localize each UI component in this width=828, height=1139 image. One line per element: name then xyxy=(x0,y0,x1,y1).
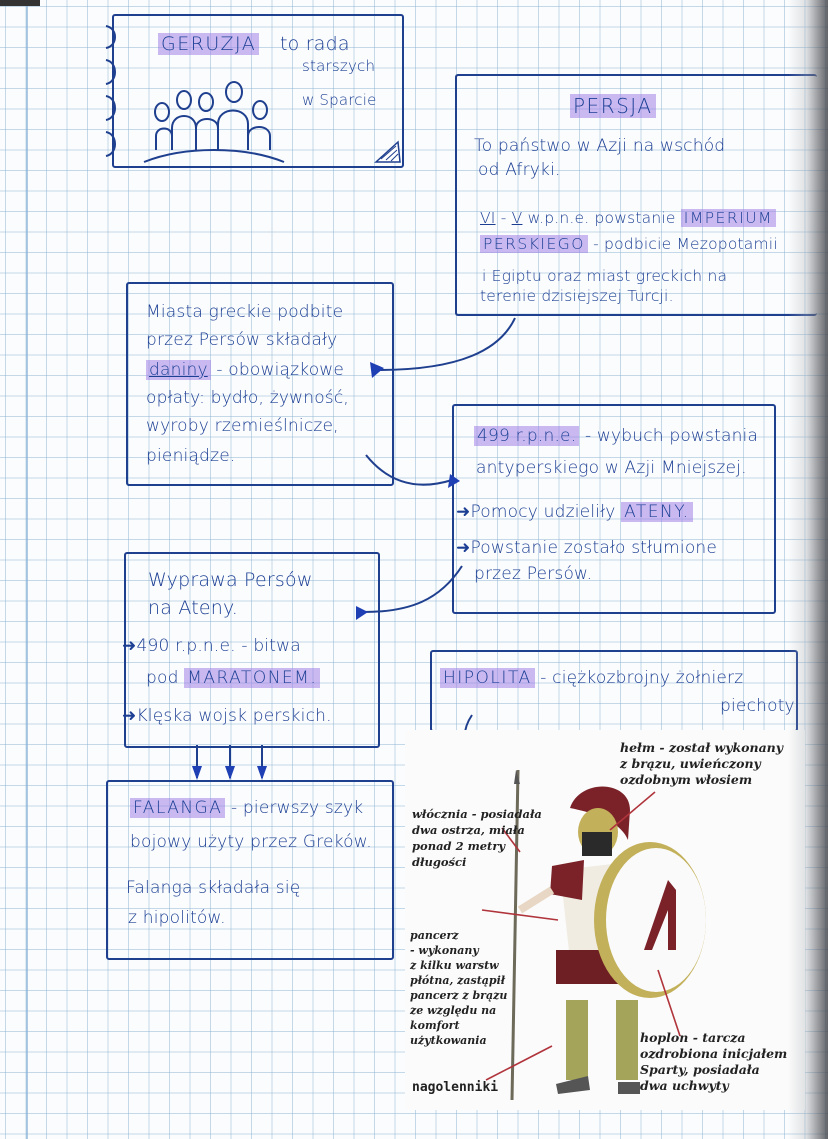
wyprawa-line-2: na Ateny. xyxy=(148,597,238,619)
miasta-line-5: wyroby rzemieślnicze, xyxy=(146,416,339,436)
geruzja-box xyxy=(105,14,404,168)
persja-line-1: To państwo w Azji na wschód xyxy=(474,136,726,156)
hoplite-figure-icon xyxy=(481,769,706,1101)
page-edge-shadow xyxy=(788,0,828,1139)
caption-hoplon: hoplon - tarcza ozdrobiona inicjałem Spa… xyxy=(640,1030,788,1093)
powstanie-line-2: antyperskiego w Azji Mniejszej. xyxy=(476,458,747,478)
falanga-line-3: Falanga składała się xyxy=(126,878,301,898)
falanga-box xyxy=(106,780,394,960)
persja-line-2: od Afryki. xyxy=(478,160,561,180)
powstanie-bullet-1: ➜Pomocy udzieliły ATENY. xyxy=(456,500,693,524)
bullet-arrow-icon: ➜ xyxy=(456,538,471,558)
powstanie-box xyxy=(452,404,776,614)
wyprawa-bullet-1-cont: pod MARATONEM. xyxy=(146,666,321,690)
miasta-line-1: Miasta greckie podbite xyxy=(146,302,344,322)
miasta-line-6: pieniądze. xyxy=(146,446,236,466)
miasta-line-2: przez Persów składały xyxy=(146,330,338,350)
notebook-margin-line xyxy=(26,0,28,1139)
caption-pancerz: pancerz - wykonany z kilku warstw płótna… xyxy=(410,929,508,1047)
geruzja-text-3: w Sparcie xyxy=(302,91,377,109)
persja-para2-line-3: i Egiptu oraz miast greckich na xyxy=(482,267,728,285)
persja-para2-line-2: PERSKIEGO - podbicie Mezopotamii xyxy=(480,232,778,256)
miasta-box xyxy=(126,282,394,486)
caption-wlocznia: włócznia - posiadała dwa ostrza, miała p… xyxy=(412,807,542,869)
hipolita-line-1: HIPOLITA - ciężkozbrojny żołnierz xyxy=(440,666,743,690)
bullet-arrow-icon: ➜ xyxy=(122,636,137,656)
wyprawa-line-1: Wyprawa Persów xyxy=(148,569,313,591)
wyprawa-bullet-1: ➜490 r.p.n.e. - bitwa xyxy=(122,636,301,656)
geruzja-term: GERUZJA xyxy=(158,32,260,56)
miasta-line-3: daniny - obowiązkowe xyxy=(146,358,344,382)
bullet-arrow-icon: ➜ xyxy=(456,502,471,522)
caption-helm: hełm - został wykonany z brązu, uwieńczo… xyxy=(620,740,784,787)
miasta-line-4: opłaty: bydło, żywność, xyxy=(146,388,350,408)
folded-corner-icon xyxy=(374,140,401,163)
caption-nagolenniki: nagolenniki xyxy=(412,1080,499,1095)
falanga-line-1: FALANGA - pierwszy szyk xyxy=(130,796,363,820)
page-corner xyxy=(0,0,40,6)
bullet-arrow-icon: ➜ xyxy=(122,706,137,726)
persja-box xyxy=(455,74,817,316)
powstanie-line-1: 499 r.p.n.e. - wybuch powstania xyxy=(474,424,758,448)
persja-title: PERSJA xyxy=(570,94,656,118)
falanga-line-2: bojowy użyty przez Greków. xyxy=(130,832,372,852)
geruzja-text-1: to rada xyxy=(280,33,350,55)
wyprawa-box xyxy=(124,552,380,748)
council-people-icon xyxy=(143,81,285,163)
notebook-tab-icon xyxy=(105,25,116,157)
persja-para2-line-4: terenie dzisiejszej Turcji. xyxy=(480,287,674,305)
powstanie-bullet-2: ➜Powstanie zostało stłumione xyxy=(456,538,718,558)
powstanie-bullet-2-cont: przez Persów. xyxy=(474,564,593,584)
wyprawa-bullet-2: ➜Klęska wojsk perskich. xyxy=(122,706,332,726)
persja-para2-line-1: VI - V w.p.n.e. powstanie IMPERIUM xyxy=(480,206,776,230)
falanga-line-4: z hipolitów. xyxy=(128,908,226,928)
hipolita-line-2: piechoty xyxy=(720,696,795,716)
geruzja-text-2: starszych xyxy=(302,57,376,75)
